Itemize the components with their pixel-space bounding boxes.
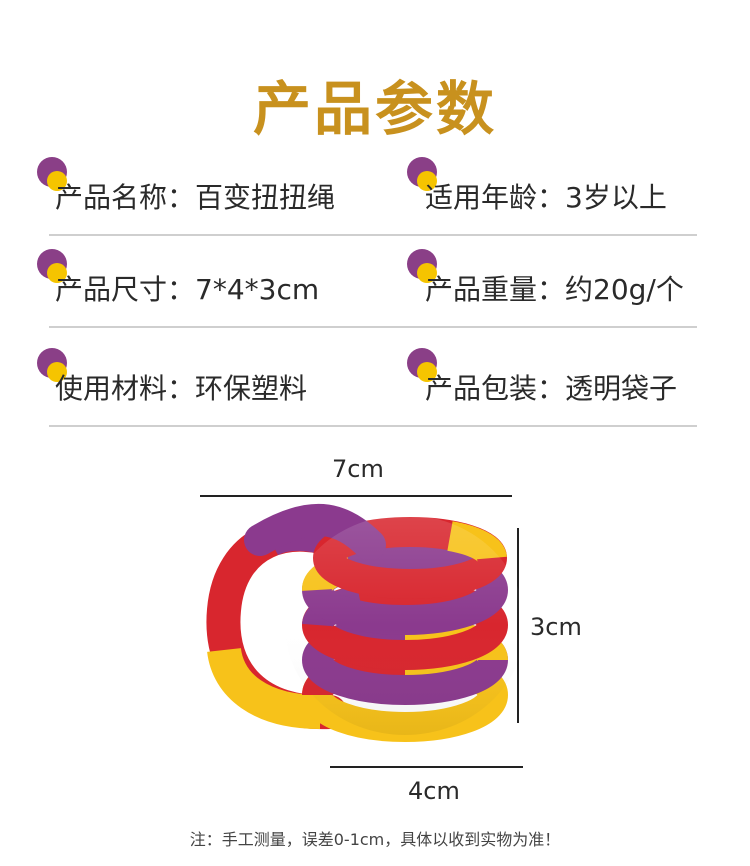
param-row: 使用材料：环保塑料 产品包装：透明袋子 (37, 333, 697, 427)
param-product-name: 产品名称：百变扭扭绳 (55, 181, 336, 214)
bullet-dot-icon (407, 348, 441, 382)
bullet-dot-icon (37, 348, 71, 382)
bullet-dot-icon (37, 249, 71, 283)
depth-label: 4cm (408, 777, 460, 805)
measurement-note: 注：手工测量，误差0-1cm，具体以收到实物为准！ (189, 830, 561, 849)
bullet-dot-icon (407, 249, 441, 283)
depth-line (330, 766, 523, 768)
param-material: 使用材料：环保塑料 (55, 372, 308, 405)
param-row: 产品名称：百变扭扭绳 适用年龄：3岁以上 (37, 142, 697, 236)
tangle-toy-image (206, 504, 520, 742)
param-age: 适用年龄：3岁以上 (425, 181, 667, 214)
width-line (200, 495, 512, 497)
param-row: 产品尺寸：7*4*3cm 产品重量：约20g/个 (37, 234, 697, 328)
bullet-dot-icon (407, 157, 441, 191)
param-package: 产品包装：透明袋子 (425, 372, 678, 405)
height-label: 3cm (530, 613, 582, 641)
page-title: 产品参数 (252, 75, 497, 143)
width-label: 7cm (332, 455, 384, 483)
param-weight: 产品重量：约20g/个 (425, 273, 684, 306)
param-size: 产品尺寸：7*4*3cm (55, 273, 320, 306)
bullet-dot-icon (37, 157, 71, 191)
